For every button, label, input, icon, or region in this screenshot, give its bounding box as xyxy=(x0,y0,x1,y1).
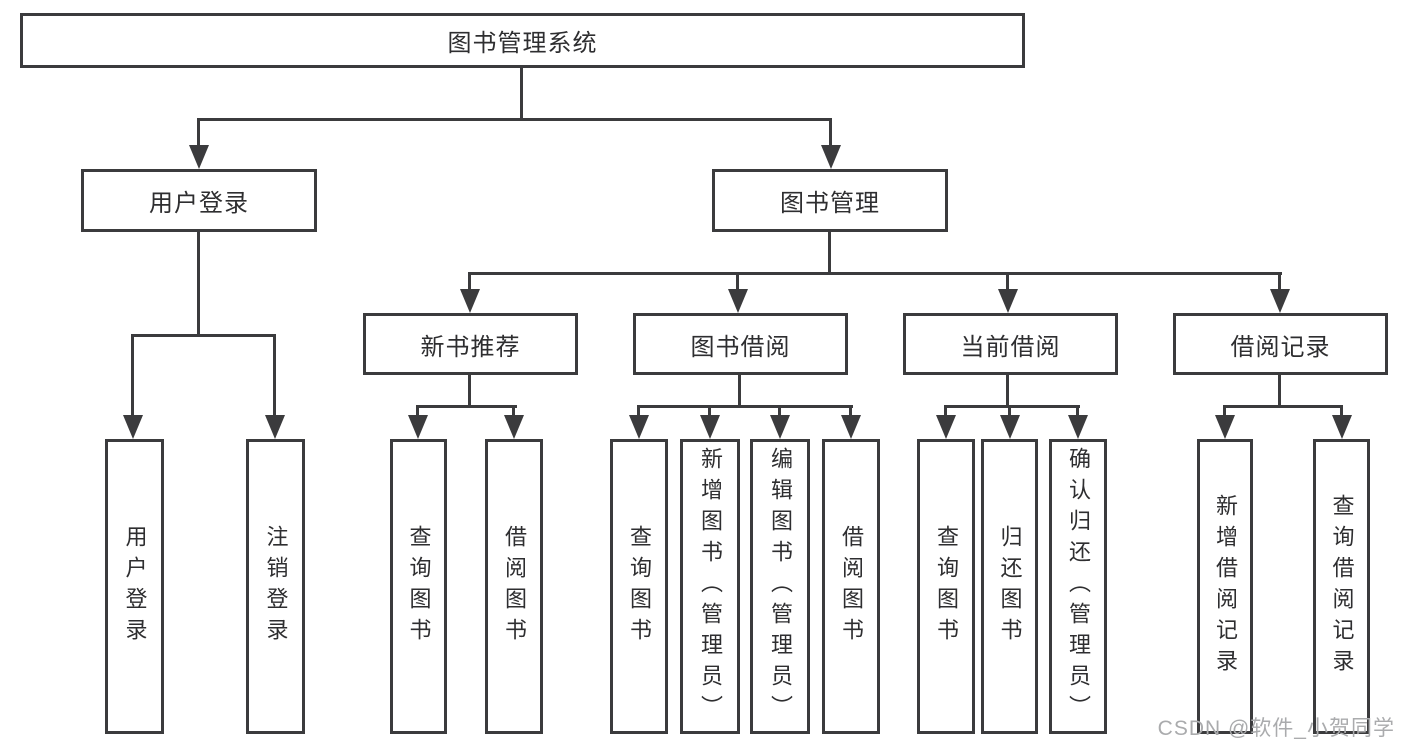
connector-line xyxy=(468,272,471,291)
connector-line xyxy=(197,118,832,121)
arrow-down-icon xyxy=(460,289,480,313)
arrow-down-icon xyxy=(1332,415,1352,439)
connector-line xyxy=(708,405,711,417)
node-label: 用户登录 xyxy=(149,190,249,217)
arrow-down-icon xyxy=(821,145,841,169)
connector-line xyxy=(520,68,523,120)
connector-line xyxy=(416,405,517,408)
connector-line xyxy=(829,118,832,147)
arrow-down-icon xyxy=(1000,415,1020,439)
node-label: 新增图书（管理员） xyxy=(698,447,723,726)
connector-line xyxy=(1006,272,1009,291)
node-borrow-records: 借阅记录 xyxy=(1173,313,1388,375)
connector-line xyxy=(273,334,276,417)
csdn-watermark: CSDN @软件_小贺同学 xyxy=(1157,717,1395,740)
node-label: 查询图书 xyxy=(934,524,959,649)
connector-line xyxy=(131,334,134,417)
connector-line xyxy=(637,405,853,408)
connector-line xyxy=(512,405,515,417)
arrow-down-icon xyxy=(998,289,1018,313)
connector-line xyxy=(197,232,200,336)
node-label: 新书推荐 xyxy=(420,333,521,361)
connector-line xyxy=(197,118,200,147)
node-query-books-recommend: 查询图书 xyxy=(390,439,447,734)
node-query-books-current: 查询图书 xyxy=(917,439,975,734)
arrow-down-icon xyxy=(265,415,285,439)
arrow-down-icon xyxy=(1215,415,1235,439)
connector-line xyxy=(468,375,471,408)
connector-line xyxy=(1223,405,1226,417)
node-return-book: 归还图书 xyxy=(981,439,1038,734)
connector-line xyxy=(1340,405,1343,417)
connector-line xyxy=(1076,405,1079,417)
node-label: 借阅记录 xyxy=(1230,333,1331,361)
node-label: 借阅图书 xyxy=(839,524,864,649)
connector-line xyxy=(1278,272,1281,291)
connector-line xyxy=(416,405,419,417)
connector-line xyxy=(637,405,640,417)
arrow-down-icon xyxy=(1068,415,1088,439)
connector-line xyxy=(828,232,831,274)
connector-line xyxy=(468,272,1282,275)
node-logout-leaf: 注销登录 xyxy=(246,439,305,734)
node-label: 查询图书 xyxy=(627,524,652,649)
node-edit-book-admin: 编辑图书（管理员） xyxy=(750,439,810,734)
node-query-borrow-record: 查询借阅记录 xyxy=(1313,439,1370,734)
arrow-down-icon xyxy=(123,415,143,439)
node-new-book-recommend: 新书推荐 xyxy=(363,313,578,375)
arrow-down-icon xyxy=(841,415,861,439)
node-label: 图书管理系统 xyxy=(447,30,598,57)
node-add-book-admin: 新增图书（管理员） xyxy=(680,439,740,734)
connector-line xyxy=(944,405,1080,408)
node-current-borrowing: 当前借阅 xyxy=(903,313,1118,375)
node-label: 图书借阅 xyxy=(690,333,791,361)
node-label: 确认归还（管理员） xyxy=(1066,447,1091,726)
node-label: 借阅图书 xyxy=(502,524,527,649)
arrow-down-icon xyxy=(728,289,748,313)
arrow-down-icon xyxy=(629,415,649,439)
arrow-down-icon xyxy=(770,415,790,439)
node-label: 注销登录 xyxy=(263,524,289,649)
node-label: 归还图书 xyxy=(997,524,1023,649)
node-borrow-book-recommend: 借阅图书 xyxy=(485,439,543,734)
connector-line xyxy=(849,405,852,417)
node-add-borrow-record: 新增借阅记录 xyxy=(1197,439,1253,734)
connector-line xyxy=(738,375,741,408)
connector-line xyxy=(1223,405,1343,408)
arrow-down-icon xyxy=(189,145,209,169)
connector-line xyxy=(778,405,781,417)
connector-line xyxy=(944,405,947,417)
node-query-books-borrowing: 查询图书 xyxy=(610,439,668,734)
node-book-management: 图书管理 xyxy=(712,169,948,232)
node-label: 查询图书 xyxy=(406,524,432,649)
node-label: 当前借阅 xyxy=(960,333,1061,361)
connector-line xyxy=(1278,375,1281,408)
node-label: 查询借阅记录 xyxy=(1329,493,1355,680)
arrow-down-icon xyxy=(936,415,956,439)
arrow-down-icon xyxy=(1270,289,1290,313)
node-borrow-book-leaf: 借阅图书 xyxy=(822,439,880,734)
node-label: 用户登录 xyxy=(122,524,148,649)
connector-line xyxy=(736,272,739,291)
connector-line xyxy=(1006,375,1009,408)
node-confirm-return-admin: 确认归还（管理员） xyxy=(1049,439,1107,734)
node-library-system: 图书管理系统 xyxy=(20,13,1025,68)
node-user-login-leaf: 用户登录 xyxy=(105,439,164,734)
connector-line xyxy=(1008,405,1011,417)
arrow-down-icon xyxy=(408,415,428,439)
node-user-login: 用户登录 xyxy=(81,169,317,232)
arrow-down-icon xyxy=(700,415,720,439)
node-label: 编辑图书（管理员） xyxy=(768,447,793,726)
connector-line xyxy=(131,334,276,337)
node-book-borrowing: 图书借阅 xyxy=(633,313,848,375)
node-label: 新增借阅记录 xyxy=(1213,493,1238,680)
arrow-down-icon xyxy=(504,415,524,439)
node-label: 图书管理 xyxy=(780,190,880,217)
